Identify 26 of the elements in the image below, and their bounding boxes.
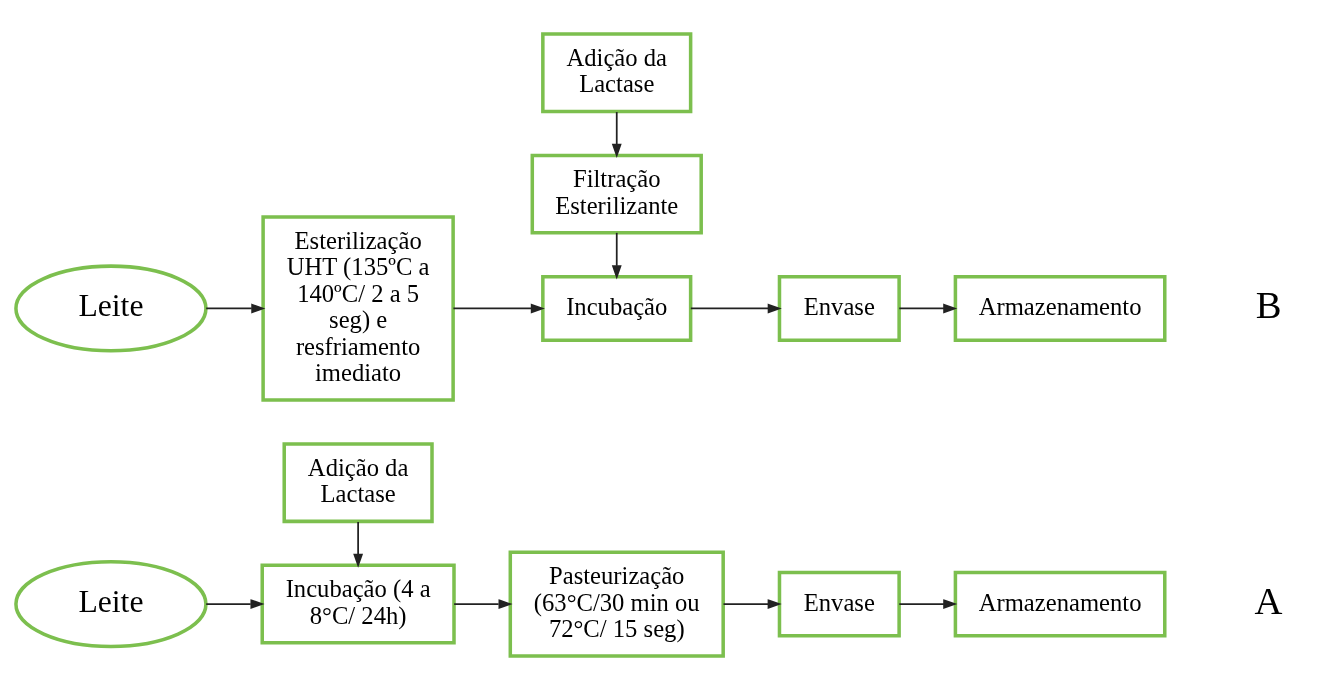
- node-box: Pasteurização (63°C/30 min ou 72°C/ 15 seg): [508, 549, 725, 658]
- node-box: Armazenamento: [953, 274, 1167, 342]
- label: A: [1254, 579, 1283, 622]
- node-ellipse: Leite: [14, 263, 208, 353]
- node-box: Adição da Lactase: [282, 441, 434, 523]
- node-box: Envase: [777, 274, 901, 342]
- arrow: [611, 110, 622, 158]
- node-box: Incubação (4 a 8°C/ 24h): [260, 563, 456, 645]
- arrow: [453, 598, 513, 609]
- arrow: [452, 303, 545, 313]
- node-ellipse: Leite: [14, 559, 208, 648]
- arrow: [353, 520, 364, 568]
- arrow: [722, 598, 782, 609]
- arrow: [898, 303, 958, 313]
- node-box: Envase: [777, 570, 901, 637]
- node-box: Esterilização UHT (135ºC a 140ºC/ 2 a 5 seg) e resfriamento imediato: [261, 214, 455, 402]
- arrow: [205, 303, 266, 313]
- arrow: [898, 598, 958, 609]
- node-box: Filtração Esterilizante: [530, 153, 703, 235]
- arrow: [689, 303, 782, 313]
- node-box: Adição da Lactase: [541, 31, 693, 113]
- arrow: [611, 231, 622, 279]
- arrow: [205, 598, 265, 609]
- node-box: Armazenamento: [953, 570, 1167, 637]
- label: B: [1255, 283, 1282, 326]
- node-box: Incubação: [541, 274, 693, 342]
